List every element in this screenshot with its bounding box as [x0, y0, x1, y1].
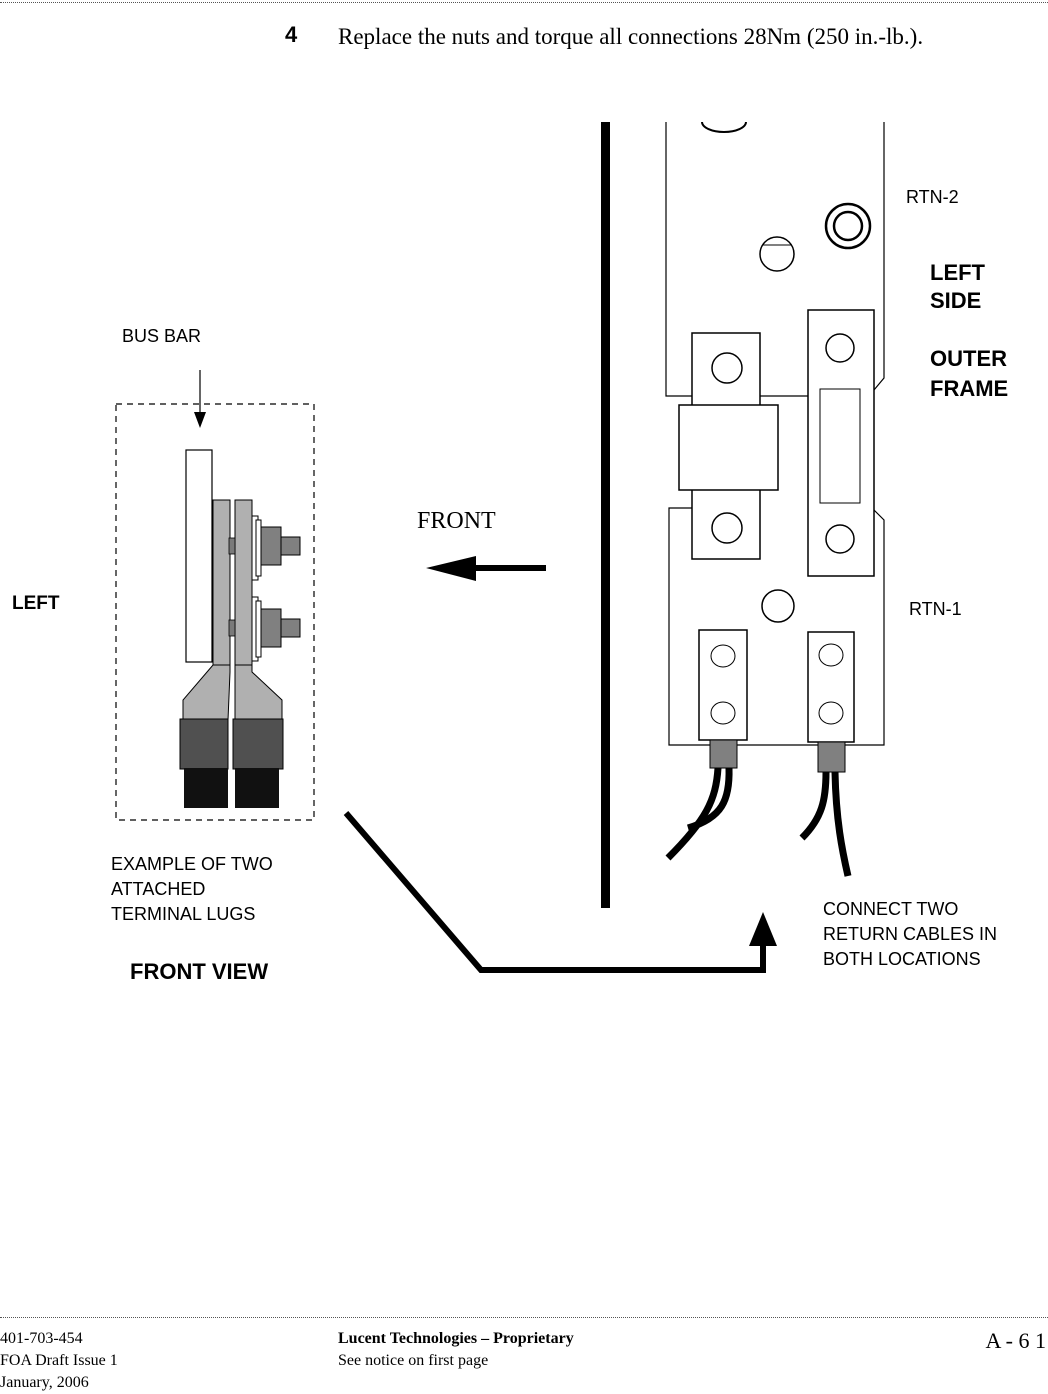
- left-side-label-1: LEFT: [930, 260, 986, 285]
- bus-bar-arrow-icon: [194, 412, 206, 428]
- top-rule: [0, 2, 1048, 3]
- example-label-3: TERMINAL LUGS: [111, 904, 255, 924]
- front-view-label: FRONT VIEW: [130, 959, 268, 984]
- bus-bar-label: BUS BAR: [122, 326, 201, 346]
- doc-number: 401-703-454: [0, 1330, 83, 1347]
- cable-end: [184, 768, 228, 808]
- connection-arrow: [343, 811, 777, 973]
- step-text: Replace the nuts and torque all connecti…: [338, 24, 924, 49]
- company-name: Lucent Technologies – Proprietary: [338, 1330, 574, 1347]
- doc-date: January, 2006: [0, 1374, 89, 1391]
- front-view-drawing: [115, 370, 315, 821]
- rtn1-label: RTN-1: [909, 599, 962, 619]
- front-label: FRONT: [417, 508, 496, 534]
- footer-company: Lucent Technologies – Proprietary See no…: [338, 1328, 574, 1372]
- nut-icon: [260, 608, 282, 648]
- footer-rule: [0, 1317, 1048, 1318]
- footer-doc-info: 401-703-454 FOA Draft Issue 1 January, 2…: [0, 1328, 118, 1394]
- notice-text: See notice on first page: [338, 1352, 489, 1369]
- example-label-1: EXAMPLE OF TWO: [111, 854, 273, 874]
- wiring-diagram: BUS BAR LEFT FRONT RTN-2 RTN-1 LEFT SIDE…: [12, 121, 1008, 984]
- example-label-2: ATTACHED: [111, 879, 205, 899]
- arrow-left-icon: [426, 556, 476, 581]
- front-direction-arrow: [426, 556, 546, 581]
- terminal-lug: [807, 631, 855, 743]
- doc-issue: FOA Draft Issue 1: [0, 1352, 118, 1369]
- cable-end: [235, 768, 279, 808]
- connect-label-3: BOTH LOCATIONS: [823, 949, 981, 969]
- step-number: 4: [285, 22, 298, 47]
- frame-edge: [601, 122, 610, 908]
- arrow-up-icon: [749, 912, 777, 946]
- connect-label-1: CONNECT TWO: [823, 899, 958, 919]
- nut-icon: [260, 526, 282, 566]
- outer-frame-label-2: FRAME: [930, 376, 1008, 401]
- left-label: LEFT: [12, 593, 60, 614]
- rtn2-bolt: [824, 202, 872, 250]
- outer-frame-label-1: OUTER: [930, 346, 1007, 371]
- bus-bar: [185, 449, 213, 663]
- page-number: A - 6 1: [985, 1328, 1047, 1353]
- left-side-label-2: SIDE: [930, 288, 981, 313]
- dashed-outline: [115, 403, 315, 821]
- rtn2-label: RTN-2: [906, 187, 959, 207]
- outer-frame-drawing: [601, 121, 885, 908]
- connect-label-2: RETURN CABLES IN: [823, 924, 997, 944]
